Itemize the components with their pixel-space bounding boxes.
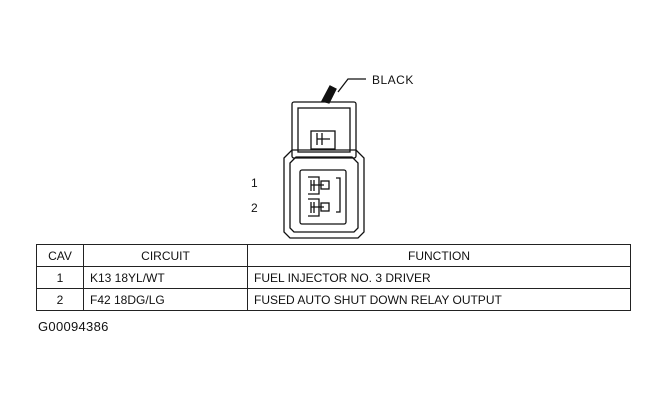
cell-cav: 2 bbox=[36, 288, 84, 311]
pin-1-label: 1 bbox=[251, 176, 258, 190]
latch-detail bbox=[310, 130, 336, 150]
header-cav: CAV bbox=[36, 244, 84, 267]
header-circuit: CIRCUIT bbox=[83, 244, 248, 267]
latch-housing bbox=[291, 101, 357, 159]
connector-body bbox=[283, 149, 365, 239]
cavity-2-terminal bbox=[308, 198, 330, 217]
table-header-row: CAV CIRCUIT FUNCTION bbox=[36, 244, 631, 267]
cell-circuit: K13 18YL/WT bbox=[83, 266, 248, 289]
table-row: 2 F42 18DG/LG FUSED AUTO SHUT DOWN RELAY… bbox=[36, 288, 631, 311]
pin-2-label: 2 bbox=[251, 201, 258, 215]
cell-function: FUSED AUTO SHUT DOWN RELAY OUTPUT bbox=[247, 288, 631, 311]
cavity-block bbox=[299, 169, 347, 225]
wire-leader-line bbox=[337, 78, 366, 93]
cell-circuit: F42 18DG/LG bbox=[83, 288, 248, 311]
cell-function: FUEL INJECTOR NO. 3 DRIVER bbox=[247, 266, 631, 289]
header-function: FUNCTION bbox=[247, 244, 631, 267]
pinout-table: CAV CIRCUIT FUNCTION 1 K13 18YL/WT FUEL … bbox=[36, 244, 631, 311]
wire-tab bbox=[321, 85, 337, 104]
wire-color-label: BLACK bbox=[372, 73, 414, 87]
figure-id: G00094386 bbox=[38, 319, 109, 334]
cavity-1-terminal bbox=[308, 176, 330, 195]
cell-cav: 1 bbox=[36, 266, 84, 289]
table-row: 1 K13 18YL/WT FUEL INJECTOR NO. 3 DRIVER bbox=[36, 266, 631, 289]
